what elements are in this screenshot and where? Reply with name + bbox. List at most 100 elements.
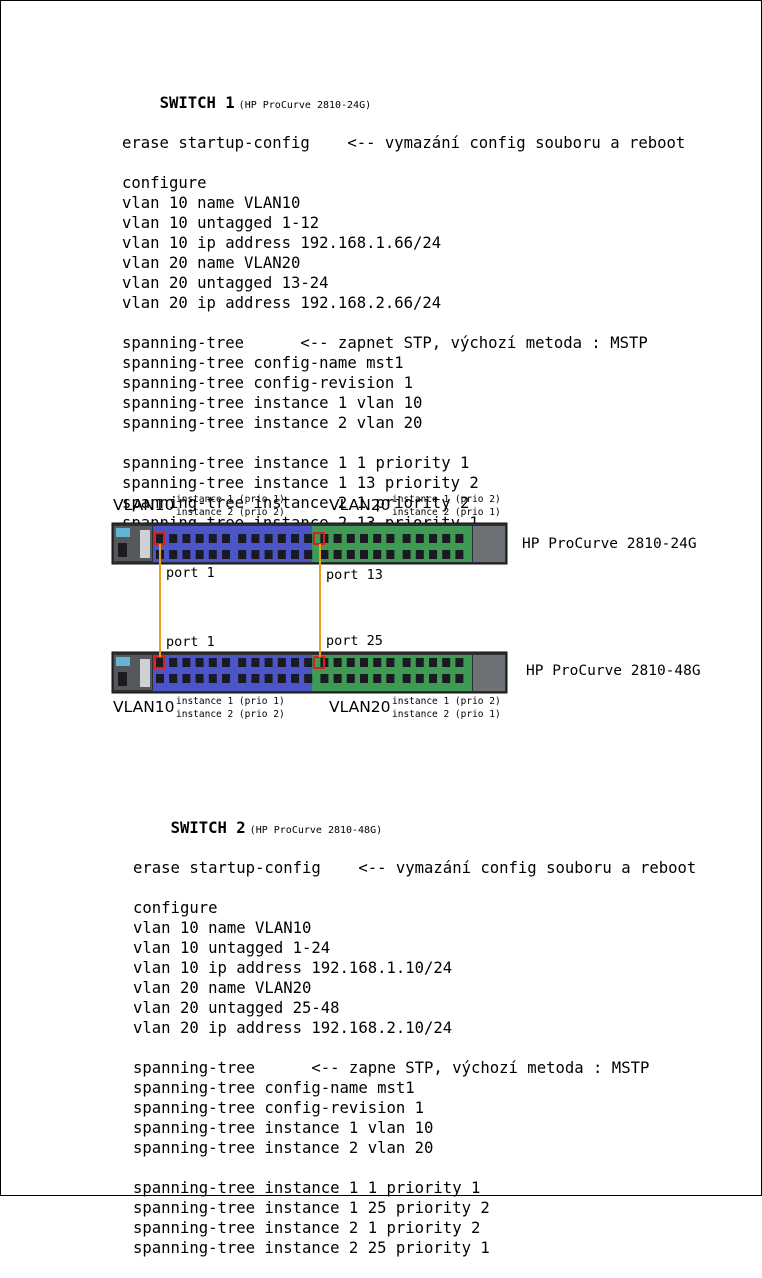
bottom-port-right-label: port 25 [326, 633, 383, 649]
switch-port [277, 534, 286, 543]
switch-port [291, 658, 299, 667]
top-switch-ports [156, 534, 464, 559]
config-line: vlan 10 ip address 192.168.1.66/24 [122, 234, 442, 252]
top-switch-led-panel [140, 530, 150, 558]
top-vlan20-instance1: instance 1 (prio 2) [392, 494, 501, 505]
switch-port [346, 674, 355, 683]
switch-port [429, 550, 437, 559]
switch-port [156, 658, 164, 667]
switch-port [373, 674, 382, 683]
switch-port [360, 534, 368, 543]
switch-port [195, 550, 204, 559]
switch-port [373, 550, 382, 559]
switch-port [251, 534, 260, 543]
switch-port [304, 674, 313, 683]
config-line: erase startup-config <-- vymazání config… [122, 134, 686, 152]
switch-port [222, 550, 230, 559]
switch-port [222, 674, 230, 683]
switch-port [455, 674, 464, 683]
switch-port [402, 658, 411, 667]
switch-port [442, 550, 451, 559]
config-line [133, 878, 696, 898]
bottom-switch-name: HP ProCurve 2810-48G [526, 663, 701, 679]
switch-port [402, 534, 411, 543]
top-port-left-label: port 1 [166, 565, 215, 581]
config-line: spanning-tree config-name mst1 [122, 354, 404, 372]
switch2-config: SWITCH 2(HP ProCurve 2810-48G) erase sta… [133, 758, 696, 1278]
switch2-lines: erase startup-config <-- vymazání config… [133, 858, 696, 1258]
switch1-title: SWITCH 1 [159, 94, 235, 112]
switch-port [169, 534, 178, 543]
bottom-vlan20-instance1: instance 1 (prio 2) [392, 696, 501, 707]
switch-port [208, 658, 217, 667]
bottom-vlan20-label: VLAN20 [329, 698, 391, 716]
switch-port [373, 534, 382, 543]
switch-port [195, 534, 204, 543]
switch-port [222, 658, 230, 667]
config-line: vlan 10 ip address 192.168.1.10/24 [133, 959, 453, 977]
switch-port [291, 534, 299, 543]
switch-port [429, 674, 437, 683]
switch-port [238, 658, 247, 667]
config-line: spanning-tree instance 2 1 priority 2 [133, 1219, 481, 1237]
config-line: spanning-tree <-- zapnet STP, výchozí me… [122, 334, 648, 352]
switch-port [415, 550, 424, 559]
switch-port [291, 674, 299, 683]
switch2-header: SWITCH 2(HP ProCurve 2810-48G) [133, 798, 696, 837]
switch-port [402, 550, 411, 559]
config-line: vlan 20 name VLAN20 [133, 979, 312, 997]
switch1-header: SWITCH 1(HP ProCurve 2810-24G) [122, 73, 685, 112]
switch-port [156, 674, 164, 683]
switch-port [304, 658, 313, 667]
switch-port [386, 674, 395, 683]
switch-port [251, 550, 260, 559]
switch-port [251, 674, 260, 683]
switch-port [264, 674, 273, 683]
switch-port [208, 534, 217, 543]
config-line: erase startup-config <-- vymazání config… [133, 859, 697, 877]
switch-port [208, 550, 217, 559]
config-line: vlan 10 name VLAN10 [122, 194, 301, 212]
config-line: vlan 10 untagged 1-12 [122, 214, 320, 232]
switch-port [386, 534, 395, 543]
switch-port [208, 674, 217, 683]
config-line: spanning-tree instance 1 1 priority 1 [133, 1179, 481, 1197]
switch-port [277, 550, 286, 559]
switch-port [182, 534, 191, 543]
switch-port [320, 550, 329, 559]
config-line: spanning-tree instance 1 13 priority 2 [122, 474, 479, 492]
switch-port [277, 658, 286, 667]
switch-port [346, 534, 355, 543]
switch-port [455, 550, 464, 559]
switch-port [169, 550, 178, 559]
bottom-vlan10-label: VLAN10 [113, 698, 175, 716]
switch-port [238, 550, 247, 559]
bottom-vlan10-instance1: instance 1 (prio 1) [176, 696, 285, 707]
switch-port [238, 674, 247, 683]
switch-port [442, 534, 451, 543]
top-vlan20-label: VLAN20 [329, 496, 391, 514]
config-line: vlan 20 untagged 13-24 [122, 274, 329, 292]
top-switch-sfp-block [473, 526, 505, 562]
switch-port [402, 674, 411, 683]
switch-port [238, 534, 247, 543]
bottom-switch-ports [156, 658, 464, 683]
config-line: configure [133, 899, 218, 917]
bottom-switch-console-port [118, 672, 127, 686]
switch-port [264, 534, 273, 543]
top-switch-console-port [118, 543, 127, 557]
config-line [133, 1038, 696, 1058]
switch-port [442, 658, 451, 667]
config-line: spanning-tree config-revision 1 [133, 1099, 425, 1117]
config-line: vlan 20 ip address 192.168.2.66/24 [122, 294, 442, 312]
switch-port [195, 674, 204, 683]
config-line: spanning-tree instance 1 vlan 10 [122, 394, 423, 412]
switch-port [429, 658, 437, 667]
switch2-model: (HP ProCurve 2810-48G) [249, 825, 383, 836]
bottom-switch-panel [111, 651, 508, 694]
config-line: vlan 20 name VLAN20 [122, 254, 301, 272]
switch-port [169, 658, 178, 667]
switch-port [320, 674, 329, 683]
bottom-switch-sfp-block [473, 655, 505, 691]
switch-port [386, 550, 395, 559]
